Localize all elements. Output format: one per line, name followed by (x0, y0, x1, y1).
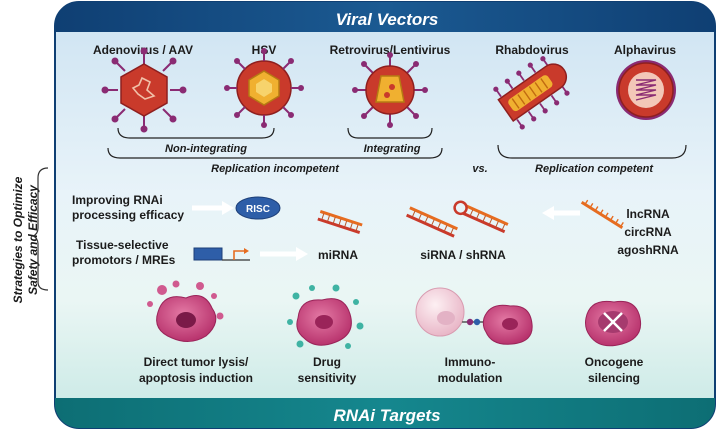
virus-label-retrovirus: Retrovirus/Lentivirus (330, 43, 451, 57)
mirna-duplex-icon (317, 209, 363, 235)
target-onco-line1: Oncogene (585, 355, 644, 369)
label-replication-competent: Replication competent (535, 163, 654, 175)
target-drug-line2: sensitivity (298, 371, 357, 385)
label-vs: vs. (472, 163, 487, 175)
top-banner (55, 2, 715, 32)
bottom-banner (55, 398, 715, 428)
label-sirna-shrna: siRNA / shRNA (420, 248, 506, 262)
virus-label-rhabdovirus: Rhabdovirus (495, 43, 569, 57)
alphavirus-icon (616, 60, 676, 120)
target-onco-line2: silencing (588, 371, 640, 385)
drug-sensitivity-icon (287, 284, 364, 349)
sirna-duplex-icon (406, 206, 458, 238)
side-label: Strategies to Optimize Safety and Effica… (11, 176, 40, 303)
bracket-integrating (347, 127, 433, 139)
target-immuno-line2: modulation (438, 371, 503, 385)
target-drug-line1: Drug (313, 355, 341, 369)
label-non-integrating: Non-integrating (165, 143, 247, 155)
target-lysis-line2: apoptosis induction (139, 371, 253, 385)
strategy-tissue-line1: Tissue-selective (76, 238, 169, 252)
label-circrna: circRNA (624, 225, 672, 239)
label-integrating: Integrating (364, 143, 421, 155)
adenovirus-icon (101, 47, 187, 133)
hsv-icon (224, 48, 304, 128)
promoter-icon (193, 247, 250, 261)
tumor-lysis-icon (147, 280, 224, 342)
long-rna-strand-icon (580, 199, 624, 229)
strategy-rnai-line1: Improving RNAi (72, 193, 163, 207)
rhabdovirus-icon (493, 56, 570, 130)
title-viral-vectors: Viral Vectors (336, 10, 439, 29)
immunomodulation-icon (415, 287, 533, 345)
virus-label-alphavirus: Alphavirus (614, 43, 676, 57)
side-label-line1: Strategies to Optimize (11, 176, 25, 303)
side-label-line2: Safety and Efficacy (26, 184, 40, 295)
target-lysis-line1: Direct tumor lysis/ (144, 355, 249, 369)
risc-badge (235, 196, 281, 220)
oncogene-silencing-icon (585, 300, 642, 347)
retrovirus-icon (352, 52, 428, 128)
shrna-hairpin-icon (453, 200, 509, 234)
label-lncrna: lncRNA (626, 207, 670, 221)
footer-rnai-targets: RNAi Targets (333, 406, 440, 425)
bracket-replication-competent (497, 144, 687, 159)
side-bracket (31, 167, 49, 291)
bracket-non-integrating (117, 127, 275, 139)
bracket-replication-incompetent (107, 147, 443, 159)
strategy-tissue-line2: promotors / MREs (72, 253, 176, 267)
risc-label: RISC (246, 204, 270, 215)
label-replication-incompetent: Replication incompetent (211, 163, 340, 175)
label-mirna: miRNA (318, 248, 358, 262)
strategy-rnai-line2: processing efficacy (72, 208, 184, 222)
target-immuno-line1: Immuno- (445, 355, 496, 369)
label-agoshrna: agoshRNA (617, 243, 679, 257)
